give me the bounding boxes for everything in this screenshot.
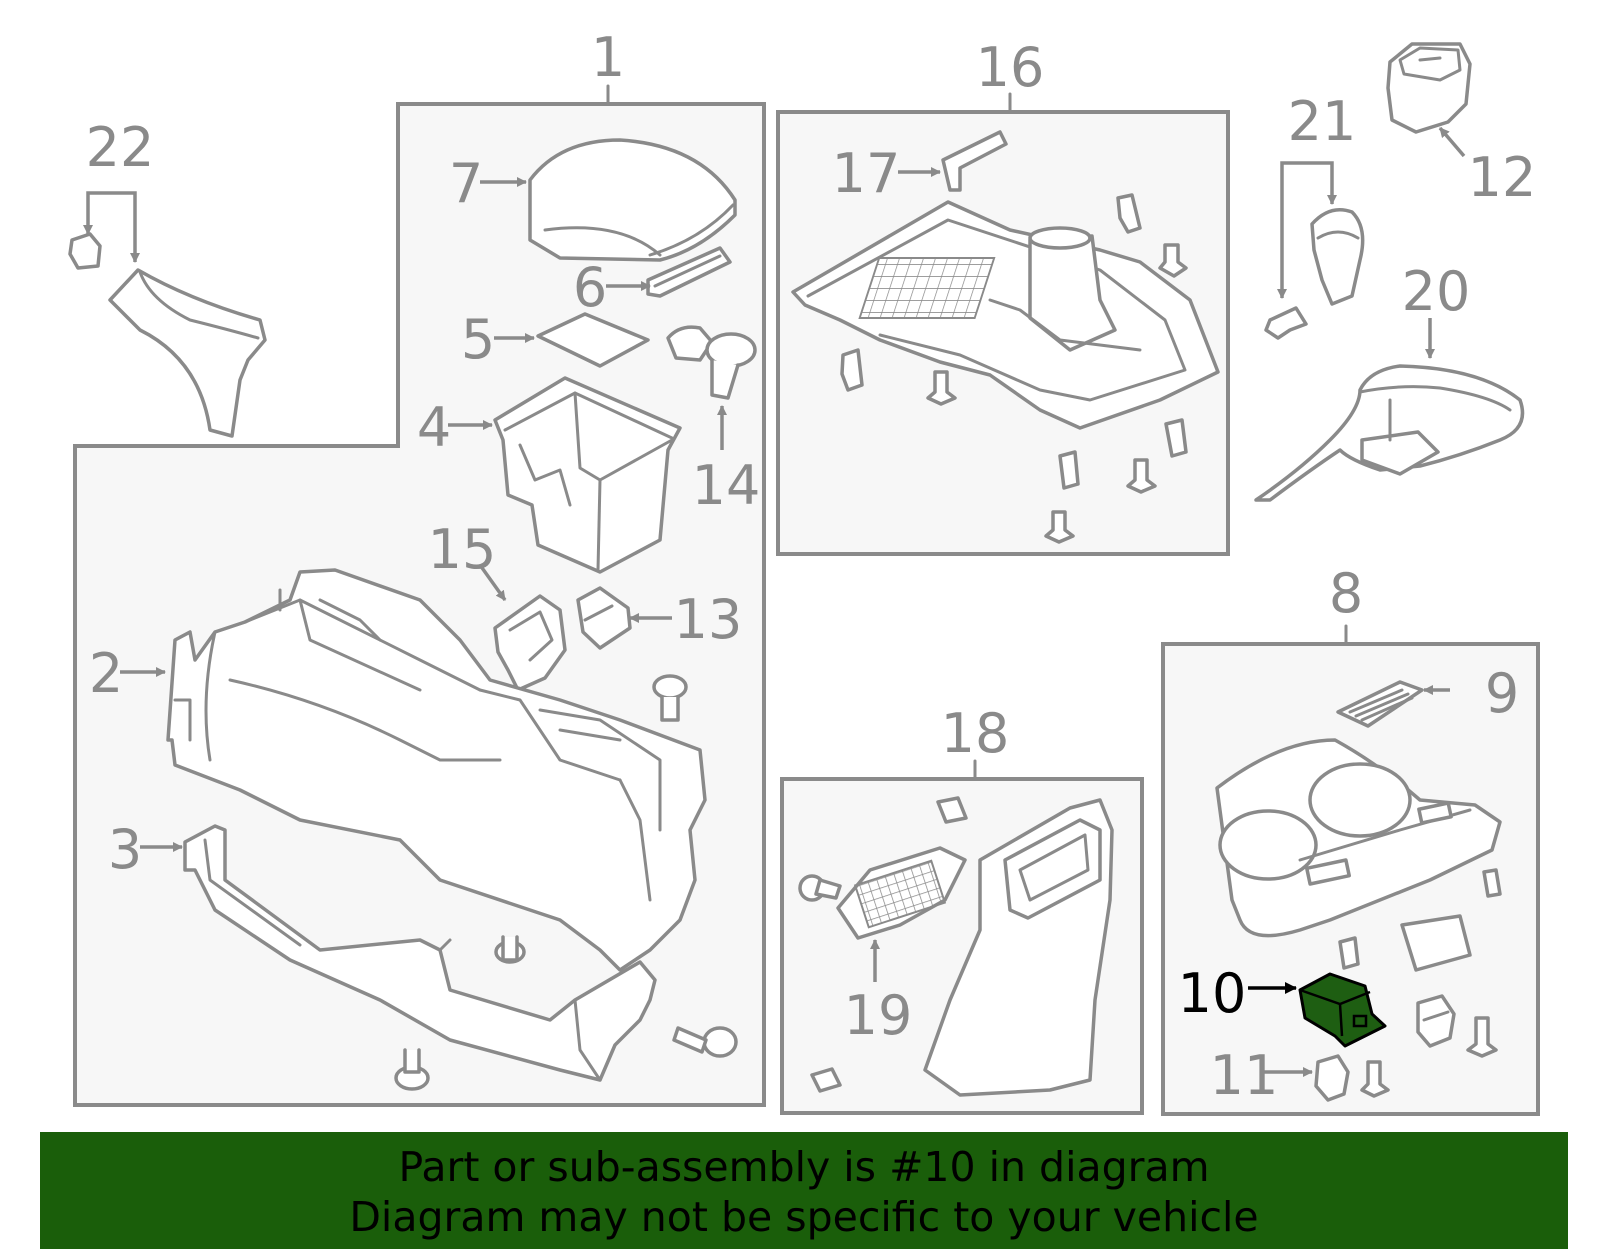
screw-part bbox=[672, 1026, 738, 1058]
callout-16: 16 bbox=[976, 36, 1045, 99]
leader-lines bbox=[83, 126, 1466, 1077]
hinge-part bbox=[646, 246, 732, 298]
callout-17: 17 bbox=[832, 142, 901, 205]
clip-part bbox=[1116, 193, 1142, 234]
connector-part bbox=[1314, 1054, 1350, 1102]
rear-panel-part bbox=[923, 798, 1114, 1097]
plug-part bbox=[666, 325, 757, 400]
clip-part bbox=[936, 796, 968, 824]
clip-part bbox=[1058, 450, 1080, 490]
clip-part bbox=[68, 232, 102, 270]
mat-part bbox=[536, 312, 650, 368]
shift-knob-part bbox=[1310, 208, 1365, 306]
boot-part bbox=[108, 268, 267, 438]
callout-18: 18 bbox=[941, 702, 1010, 765]
callout-10: 10 bbox=[1178, 962, 1247, 1025]
screw-part bbox=[926, 370, 957, 406]
screw-part bbox=[1466, 1016, 1498, 1058]
screw-part bbox=[798, 874, 842, 902]
clip-part bbox=[1482, 868, 1502, 898]
shift-panel-part bbox=[791, 200, 1220, 430]
screw-part bbox=[652, 674, 688, 722]
screw-part bbox=[1126, 458, 1157, 494]
callout-11: 11 bbox=[1210, 1044, 1279, 1107]
screw-part bbox=[1044, 510, 1075, 544]
switch-part bbox=[1386, 42, 1472, 134]
callout-13: 13 bbox=[674, 588, 743, 651]
callout-21: 21 bbox=[1288, 90, 1357, 153]
clip-part bbox=[941, 130, 1008, 192]
clip-part bbox=[810, 1067, 842, 1093]
callout-22: 22 bbox=[86, 116, 155, 179]
screw-part bbox=[494, 935, 526, 964]
banner-line-1: Part or sub-assembly is #10 in diagram bbox=[398, 1143, 1210, 1191]
callout-1: 1 bbox=[591, 26, 625, 89]
callout-8: 8 bbox=[1329, 562, 1363, 625]
clip-part bbox=[1164, 418, 1188, 458]
callout-5: 5 bbox=[461, 308, 495, 371]
screw-part bbox=[394, 1048, 430, 1091]
bracket-part bbox=[493, 594, 567, 692]
console-body-part bbox=[166, 568, 707, 972]
highlighted-part-10 bbox=[1298, 972, 1387, 1048]
cupholder-tray-part bbox=[1215, 738, 1502, 938]
bracket-part bbox=[1400, 914, 1472, 972]
connector-part bbox=[1416, 994, 1456, 1048]
info-banner: Part or sub-assembly is #10 in diagram D… bbox=[40, 1132, 1568, 1249]
screw-part bbox=[1158, 243, 1188, 278]
vent-part bbox=[836, 846, 967, 940]
clip-part bbox=[1264, 306, 1308, 340]
connector-part bbox=[576, 586, 632, 650]
clip-part bbox=[1338, 936, 1360, 970]
callout-12: 12 bbox=[1468, 146, 1537, 209]
callout-20: 20 bbox=[1402, 260, 1471, 323]
screw-part bbox=[1360, 1060, 1390, 1098]
banner-line-2: Diagram may not be specific to your vehi… bbox=[349, 1193, 1259, 1241]
wire-harness-part bbox=[1254, 364, 1525, 502]
callout-4: 4 bbox=[417, 396, 451, 459]
callout-2: 2 bbox=[89, 642, 123, 705]
vent-grille-part bbox=[1336, 680, 1424, 728]
callout-6: 6 bbox=[573, 256, 607, 319]
callout-7: 7 bbox=[449, 152, 483, 215]
armrest-lid-part bbox=[528, 138, 737, 262]
callout-19: 19 bbox=[844, 984, 913, 1047]
lower-rail-part bbox=[183, 824, 657, 1082]
clip-part bbox=[840, 348, 864, 392]
storage-box-part bbox=[493, 376, 682, 574]
callout-14: 14 bbox=[692, 454, 761, 517]
callout-9: 9 bbox=[1485, 662, 1519, 725]
callout-3: 3 bbox=[108, 818, 142, 881]
callout-15: 15 bbox=[428, 518, 497, 581]
